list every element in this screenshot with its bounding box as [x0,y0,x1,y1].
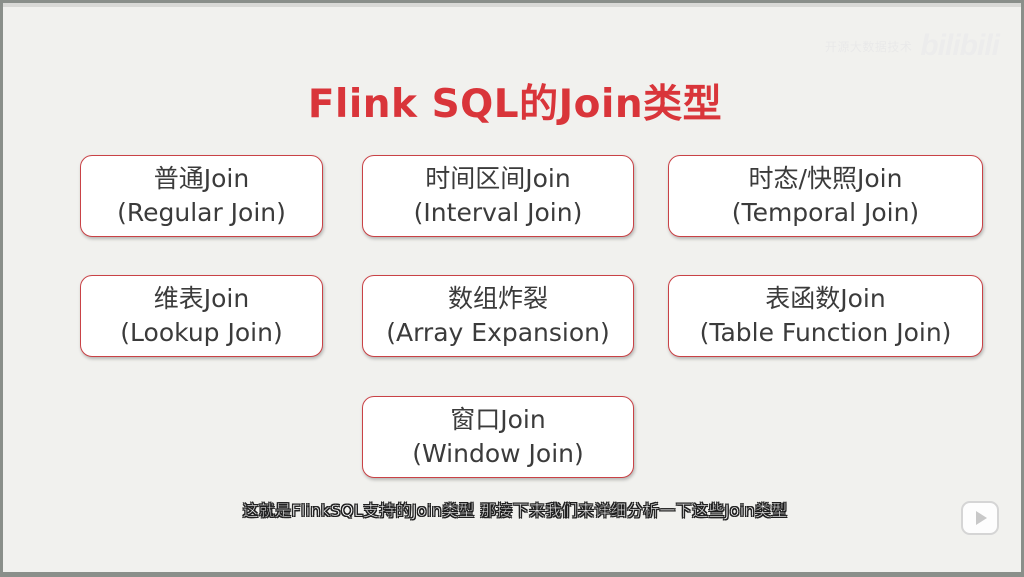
card-title: 窗口Join [450,405,546,434]
card-subtitle: (Interval Join) [413,198,583,227]
card-title: 数组炸裂 [447,284,548,313]
play-button[interactable] [961,501,999,535]
join-card-interval: 时间区间Join (Interval Join) [362,155,634,237]
card-subtitle: (Window Join) [412,439,584,468]
top-bar [3,3,1021,7]
card-subtitle: (Regular Join) [117,198,286,227]
card-title: 表函数Join [765,284,886,313]
bilibili-logo: bilibili [920,29,1000,62]
slide-title: Flink SQL的Join类型 [307,82,723,127]
card-title: 时态/快照Join [748,164,903,193]
join-card-table-function: 表函数Join (Table Function Join) [668,275,983,357]
join-card-array-expansion: 数组炸裂 (Array Expansion) [362,275,634,357]
play-icon [976,511,987,525]
watermark-text: 开源大数据技术 [824,39,913,54]
join-card-lookup: 维表Join (Lookup Join) [80,275,323,357]
card-subtitle: (Temporal Join) [731,198,920,227]
join-card-regular: 普通Join (Regular Join) [80,155,323,237]
video-subtitle: 这就是FlinkSQL支持的Join类型 那接下来我们来详细分析一下这些Join… [242,501,788,521]
card-title: 维表Join [153,284,250,313]
card-subtitle: (Lookup Join) [120,318,283,347]
card-title: 普通Join [153,164,250,193]
watermark: 开源大数据技术 bilibili [824,29,1000,63]
card-subtitle: (Table Function Join) [699,318,952,347]
card-subtitle: (Array Expansion) [386,318,610,347]
card-title: 时间区间Join [425,164,571,193]
join-card-window: 窗口Join (Window Join) [362,396,634,478]
join-card-temporal: 时态/快照Join (Temporal Join) [668,155,983,237]
